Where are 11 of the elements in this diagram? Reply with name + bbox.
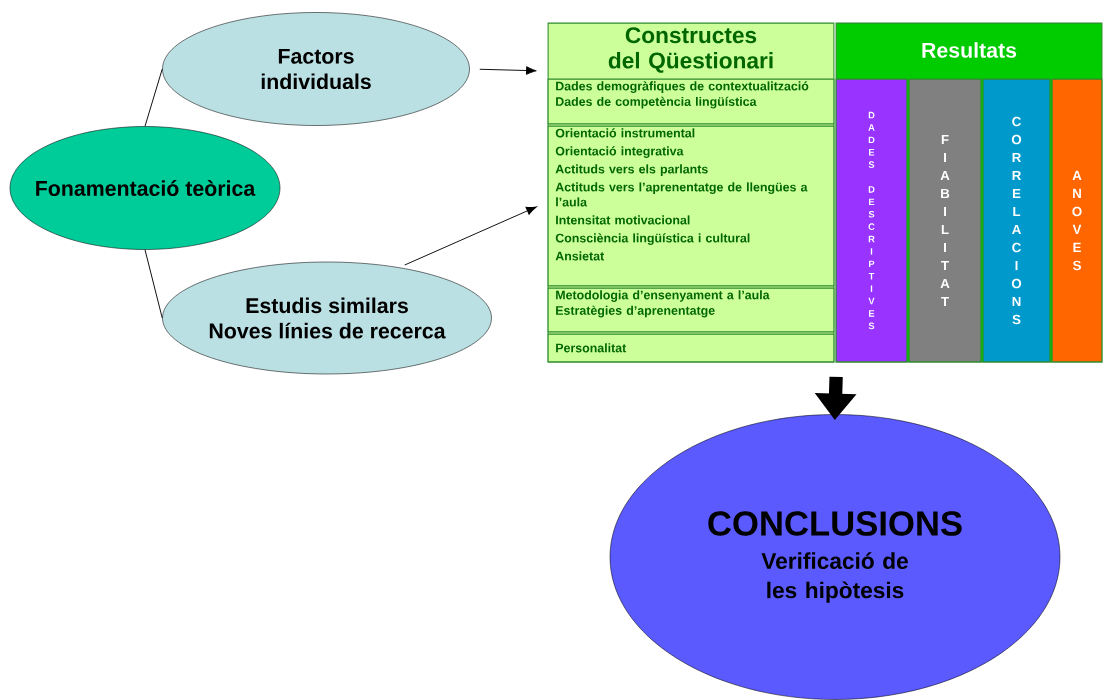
table-cell: Personalitat	[547, 333, 835, 363]
arrow	[479, 66, 537, 75]
connector-line	[144, 249, 163, 319]
result-column: CORRELACIONS	[982, 78, 1051, 363]
arrow	[404, 206, 537, 266]
table-cell: Metodologia d’ensenyament a l’aula Estratègies d’aprenentatge	[547, 287, 835, 333]
result-column: DADES DESCRIPTIVES	[835, 78, 908, 363]
connector-line	[144, 68, 163, 127]
result-column: ANOVES	[1051, 78, 1103, 363]
result-column: FIABILITAT	[908, 78, 982, 363]
table-cell: Dades demogràfiques de contextualització Dades de competència lingüística	[547, 78, 835, 125]
